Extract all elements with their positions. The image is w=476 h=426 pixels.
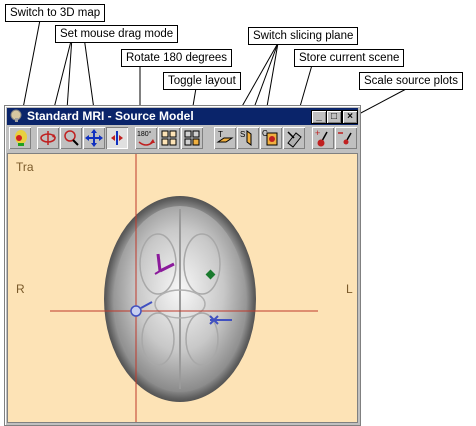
scale-up-icon: + [315, 128, 328, 147]
mri-slice-image [50, 154, 318, 422]
window-title: Standard MRI - Source Model [27, 109, 194, 123]
sagittal-plane-icon: S [240, 130, 252, 146]
brain-app-icon [10, 109, 22, 122]
callout-scale-source-plots: Scale source plots [359, 72, 463, 90]
slice-move-icon [111, 131, 123, 145]
svg-text:+: + [315, 128, 320, 138]
transverse-plane-button[interactable]: T [214, 127, 236, 149]
pan-drag-mode-button[interactable] [83, 127, 105, 149]
callout-store-current-scene: Store current scene [294, 49, 405, 67]
toggle-layout-button-2[interactable] [181, 127, 203, 149]
coronal-plane-button[interactable]: C [260, 127, 282, 149]
toggle-layout-button-1[interactable] [158, 127, 180, 149]
switch-3d-map-button[interactable] [9, 127, 31, 149]
rotate-180-button[interactable]: 180° [135, 127, 157, 149]
slice-drag-mode-button[interactable] [106, 127, 128, 149]
zoom-drag-mode-button[interactable] [60, 127, 82, 149]
minimize-button[interactable]: _ [311, 110, 327, 124]
svg-text:S: S [240, 130, 245, 139]
3d-head-icon [15, 130, 27, 146]
scale-down-icon [338, 132, 352, 145]
store-scene-button[interactable] [283, 127, 305, 149]
close-button[interactable]: × [342, 110, 358, 124]
transverse-plane-icon: T [216, 130, 234, 143]
left-orientation-label: R [16, 282, 25, 296]
callout-toggle-layout: Toggle layout [163, 72, 241, 90]
rotate-180-icon: 180° [137, 130, 155, 146]
purple-dipole-marker[interactable] [154, 253, 175, 275]
magnifier-icon [64, 130, 79, 146]
callout-switch-slicing-plane: Switch slicing plane [248, 27, 359, 45]
toolbar: 180° T [7, 126, 358, 152]
coronal-plane-icon: C [262, 129, 278, 146]
callout-set-mouse-drag-mode: Set mouse drag mode [55, 25, 179, 43]
callout-switch-3d-map: Switch to 3D map [5, 4, 106, 22]
scale-down-source-plots-button[interactable] [335, 127, 357, 149]
rotate-drag-mode-button[interactable] [37, 127, 59, 149]
rotate-180-text: 180° [137, 130, 152, 138]
source-model-window: Standard MRI - Source Model _ □ × [4, 105, 361, 426]
layout-3d-icon [184, 130, 200, 146]
layout-grid-icon [161, 130, 177, 146]
window-titlebar[interactable]: Standard MRI - Source Model _ □ × [7, 108, 358, 125]
maximize-button[interactable]: □ [326, 110, 342, 124]
mri-viewport[interactable]: Tra R L [7, 153, 358, 423]
svg-text:C: C [262, 129, 268, 138]
store-scene-icon [287, 131, 302, 148]
plane-label: Tra [16, 160, 34, 174]
blue-dipole-marker[interactable] [209, 315, 232, 325]
right-orientation-label: L [346, 282, 353, 296]
move-arrows-icon [85, 129, 103, 147]
scale-up-source-plots-button[interactable]: + [312, 127, 334, 149]
callout-rotate-180: Rotate 180 degrees [121, 49, 233, 67]
rotate-arrows-icon [40, 131, 56, 145]
green-dipole-marker[interactable] [205, 269, 216, 280]
selected-dipole-marker[interactable] [130, 301, 153, 317]
sagittal-plane-button[interactable]: S [237, 127, 259, 149]
svg-text:T: T [218, 130, 223, 139]
